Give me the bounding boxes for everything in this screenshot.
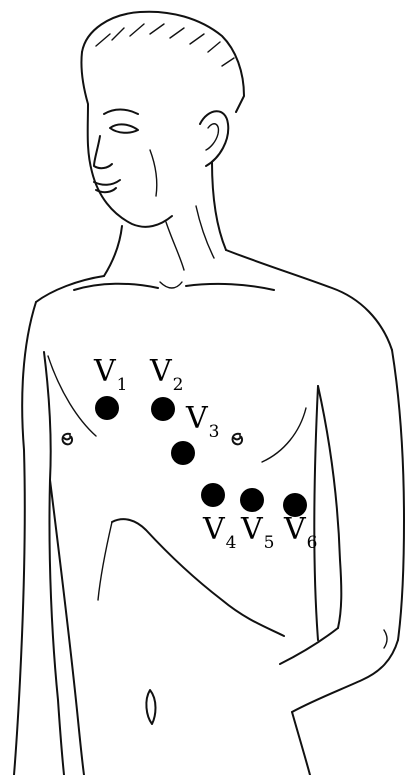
label-v5-letter: V	[241, 512, 263, 547]
electrode-v5	[240, 488, 264, 512]
label-v1: V1	[94, 357, 128, 391]
electrode-v2	[151, 397, 175, 421]
label-v3-letter: V	[186, 401, 208, 436]
label-v2-index: 2	[173, 375, 184, 395]
label-v3-index: 3	[209, 422, 220, 442]
label-v5-index: 5	[264, 533, 275, 553]
label-v2-letter: V	[150, 354, 172, 389]
label-v5: V5	[241, 515, 275, 549]
label-v1-index: 1	[117, 375, 128, 395]
label-v6-index: 6	[307, 533, 318, 553]
label-v4: V4	[203, 515, 237, 549]
label-v1-letter: V	[94, 354, 116, 389]
label-v4-letter: V	[203, 512, 225, 547]
electrode-v3	[171, 441, 195, 465]
label-v2: V2	[150, 357, 184, 391]
label-v4-index: 4	[226, 533, 237, 553]
electrode-v1	[95, 396, 119, 420]
label-v6-letter: V	[284, 512, 306, 547]
label-v3: V3	[186, 404, 220, 438]
label-v6: V6	[284, 515, 318, 549]
electrode-v4	[201, 483, 225, 507]
